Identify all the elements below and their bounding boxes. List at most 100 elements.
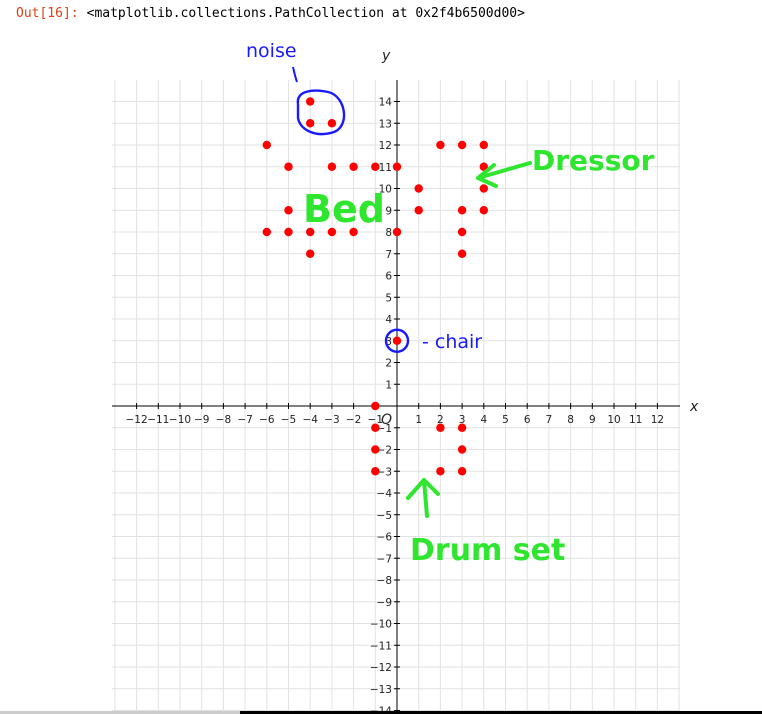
data-point	[457, 140, 467, 150]
annotation-bed: Bed	[303, 187, 385, 231]
y-tick-label: 9	[385, 205, 392, 217]
x-tick-label: −1	[368, 414, 383, 426]
dresser-arrow	[476, 161, 532, 188]
output-line: Out[16]: <matplotlib.collections.PathColl…	[16, 6, 525, 21]
y-tick-label: 6	[385, 271, 392, 283]
x-tick-label: 8	[567, 414, 574, 426]
x-tick-label: 11	[629, 414, 642, 426]
data-point	[371, 401, 380, 411]
y-tick-label: −14	[370, 706, 392, 714]
data-point	[349, 162, 358, 171]
chair-circle	[384, 328, 410, 353]
x-tick-label: −6	[259, 414, 275, 426]
data-point	[392, 336, 402, 345]
data-point	[306, 227, 315, 237]
data-point	[457, 423, 467, 432]
x-tick-label: −2	[346, 414, 361, 426]
y-tick-label: 5	[385, 292, 392, 304]
cell-divider	[0, 711, 762, 714]
y-tick-label: 7	[385, 249, 392, 261]
data-point	[436, 423, 445, 432]
x-tick-label: 9	[589, 414, 596, 426]
data-point	[371, 445, 380, 454]
data-point	[392, 227, 402, 237]
data-point	[479, 162, 488, 171]
drum-arrow	[406, 478, 440, 518]
x-tick-label: −8	[216, 414, 231, 426]
x-tick-label: −3	[324, 414, 339, 426]
y-tick-label: 3	[385, 336, 392, 348]
data-point	[284, 206, 293, 215]
noise-circle	[296, 89, 346, 136]
y-tick-label: −1	[377, 423, 392, 435]
y-tick-label: −13	[370, 684, 392, 696]
y-tick-label: 14	[379, 97, 393, 109]
x-tick-label: −11	[147, 414, 169, 426]
data-point	[327, 227, 337, 237]
data-point	[457, 445, 467, 454]
y-tick-label: 13	[379, 118, 392, 130]
data-point	[306, 119, 315, 128]
annotation-noise: noise	[246, 40, 297, 62]
y-tick-label: −9	[377, 597, 392, 609]
annotation-chair: - chair	[422, 331, 482, 353]
data-point	[457, 227, 467, 237]
data-point	[284, 227, 293, 237]
y-tick-label: −10	[370, 619, 392, 631]
y-axis-label: y	[381, 48, 391, 64]
x-tick-label: −9	[194, 414, 209, 426]
output-prompt: Out[16]:	[16, 6, 79, 21]
y-tick-label: −8	[377, 575, 392, 587]
output-text: <matplotlib.collections.PathCollection a…	[86, 6, 525, 21]
x-tick-label: 7	[546, 414, 553, 426]
x-tick-label: 6	[524, 414, 531, 426]
data-point	[371, 467, 380, 476]
y-tick-label: −7	[377, 553, 392, 565]
data-point	[414, 206, 423, 215]
y-tick-label: 4	[385, 314, 392, 326]
y-tick-label: −12	[370, 662, 392, 674]
axes	[112, 80, 680, 712]
data-point	[306, 249, 315, 258]
data-point	[371, 423, 380, 432]
y-tick-label: 2	[385, 358, 392, 370]
data-point	[392, 162, 402, 171]
data-point	[262, 227, 271, 237]
y-tick-label: 8	[385, 227, 392, 239]
data-point	[327, 162, 337, 171]
data-point	[479, 184, 488, 193]
y-tick-label: −5	[377, 510, 392, 522]
y-tick-label: 1	[385, 379, 392, 391]
data-point	[262, 140, 271, 150]
x-tick-label: 3	[459, 414, 466, 426]
data-point	[479, 140, 488, 150]
data-points	[262, 97, 488, 476]
y-tick-label: −4	[377, 488, 393, 500]
x-axis-label: x	[689, 399, 699, 415]
data-point	[284, 162, 293, 171]
annotation-dresser: Dressor	[532, 144, 655, 177]
origin-label: O	[381, 412, 392, 428]
y-tick-label: 11	[379, 162, 392, 174]
x-tick-label: 4	[480, 414, 487, 426]
data-point	[457, 206, 467, 215]
data-point	[371, 162, 380, 171]
x-tick-label: −5	[281, 414, 296, 426]
x-tick-label: −4	[302, 414, 318, 426]
data-point	[414, 184, 423, 193]
data-point	[436, 140, 445, 150]
data-point	[436, 467, 445, 476]
x-tick-label: 2	[437, 414, 444, 426]
x-tick-label: −7	[237, 414, 252, 426]
y-tick-label: −11	[370, 640, 392, 652]
y-tick-label: −3	[377, 466, 392, 478]
x-tick-label: −10	[169, 414, 191, 426]
data-point	[457, 249, 467, 258]
y-tick-label: 10	[379, 184, 392, 196]
y-tick-label: 12	[379, 140, 392, 152]
noise-pointer	[292, 66, 298, 83]
x-tick-label: 5	[502, 414, 509, 426]
